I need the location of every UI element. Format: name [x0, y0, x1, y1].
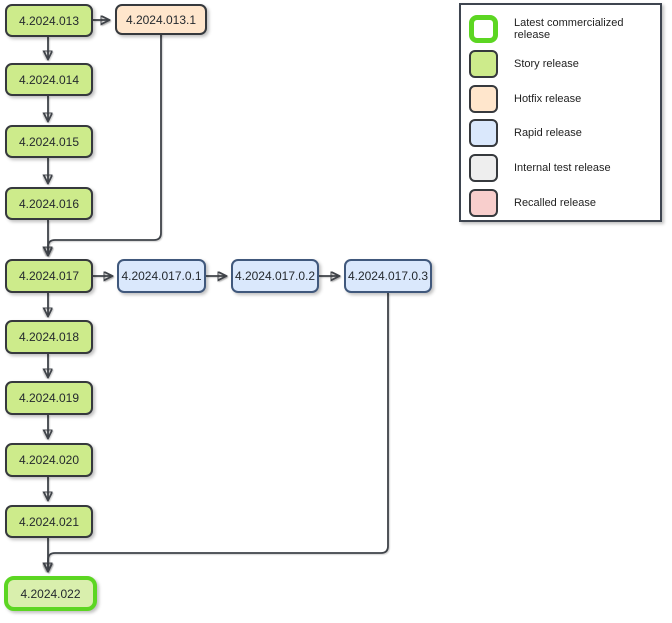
- internal-test-swatch-icon: [469, 154, 498, 183]
- node-4-2024-021[interactable]: 4.2024.021: [5, 505, 93, 538]
- node-4-2024-020[interactable]: 4.2024.020: [5, 443, 93, 477]
- latest-commercialized-swatch-icon: [469, 15, 498, 44]
- edge-01703-to-022: [48, 293, 389, 571]
- legend-label: Hotfix release: [514, 92, 582, 105]
- legend-label: Internal test release: [514, 162, 611, 175]
- legend-row-rapid: Rapid release: [461, 116, 660, 151]
- node-4-2024-019[interactable]: 4.2024.019: [5, 381, 93, 415]
- node-4-2024-017-0-3[interactable]: 4.2024.017.0.3: [344, 259, 432, 293]
- legend: Latest commercialized release Story rele…: [459, 3, 662, 222]
- legend-label: Rapid release: [514, 127, 582, 140]
- node-4-2024-014[interactable]: 4.2024.014: [5, 63, 93, 96]
- node-4-2024-013-1[interactable]: 4.2024.013.1: [115, 4, 207, 35]
- legend-label: Recalled release: [514, 196, 596, 209]
- legend-row-recalled: Recalled release: [461, 185, 660, 220]
- legend-label: Story release: [514, 58, 579, 70]
- node-4-2024-018[interactable]: 4.2024.018: [5, 320, 93, 354]
- node-4-2024-016[interactable]: 4.2024.016: [5, 187, 93, 220]
- legend-row-story: Story release: [461, 47, 660, 82]
- recalled-release-swatch-icon: [469, 188, 498, 217]
- node-4-2024-017-0-1[interactable]: 4.2024.017.0.1: [117, 259, 206, 293]
- legend-row-latest: Latest commercialized release: [461, 12, 660, 47]
- legend-row-internal: Internal test release: [461, 151, 660, 186]
- legend-label: Latest commercialized release: [514, 17, 624, 42]
- node-4-2024-013[interactable]: 4.2024.013: [5, 4, 93, 37]
- node-4-2024-017-0-2[interactable]: 4.2024.017.0.2: [231, 259, 319, 293]
- node-4-2024-017[interactable]: 4.2024.017: [5, 259, 93, 293]
- node-4-2024-015[interactable]: 4.2024.015: [5, 125, 93, 158]
- node-4-2024-022[interactable]: 4.2024.022: [4, 576, 97, 611]
- rapid-release-swatch-icon: [469, 119, 498, 148]
- hotfix-release-swatch-icon: [469, 84, 498, 113]
- story-release-swatch-icon: [469, 50, 498, 78]
- legend-row-hotfix: Hotfix release: [461, 81, 660, 116]
